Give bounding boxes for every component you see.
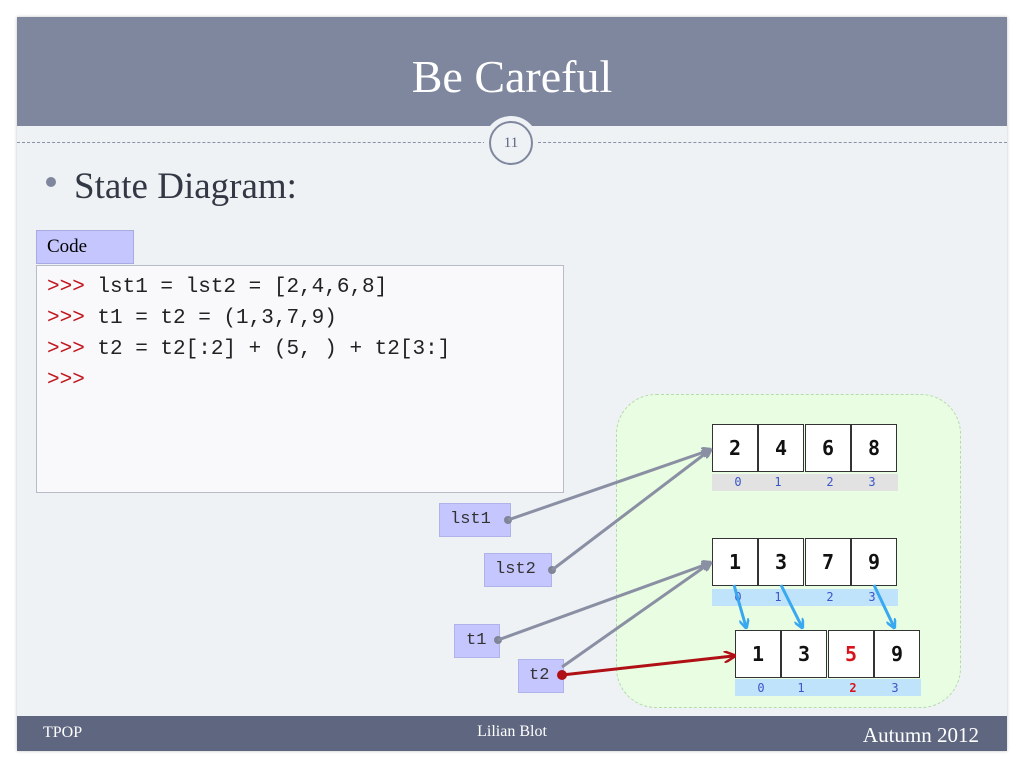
list-index: 3 [868, 475, 876, 489]
footer-course: TPOP [43, 724, 83, 741]
tuple-new-cell: 1 [735, 630, 781, 678]
list-index: 2 [826, 475, 834, 489]
variable-t1: t1 [454, 624, 500, 658]
tuple-new-cell: 3 [781, 630, 827, 678]
code-prompt: >>> [47, 276, 85, 299]
list-index: 1 [774, 475, 782, 489]
tuple-new-cell-changed: 5 [828, 630, 874, 678]
tuple-new-index: 3 [891, 681, 899, 695]
footer-author: Lilian Blot [477, 723, 547, 740]
code-prompt: >>> [47, 338, 85, 361]
tuple-new-index-bar [735, 679, 921, 696]
code-line: >>> t2 = t2[:2] + (5, ) + t2[3:] [47, 334, 563, 365]
tuple-new-index-changed: 2 [849, 681, 857, 695]
bullet-text: State Diagram: [74, 166, 297, 207]
code-prompt: >>> [47, 369, 85, 392]
title-bar [17, 17, 1007, 126]
tuple-old-cell: 1 [712, 538, 758, 586]
slide-title: Be Careful [411, 51, 613, 102]
list-cell: 6 [805, 424, 851, 472]
code-box: >>> lst1 = lst2 = [2,4,6,8] >>> t1 = t2 … [36, 265, 564, 493]
tuple-new-index: 1 [797, 681, 805, 695]
code-line: >>> [47, 365, 563, 396]
variable-t2: t2 [518, 659, 564, 693]
list-index: 0 [734, 475, 742, 489]
code-tab-label: Code [36, 230, 134, 264]
tuple-new-index: 0 [757, 681, 765, 695]
tuple-old-index: 2 [826, 590, 834, 604]
tuple-old-cell: 7 [805, 538, 851, 586]
code-text: t2 = t2[:2] + (5, ) + t2[3:] [84, 338, 451, 361]
code-line: >>> lst1 = lst2 = [2,4,6,8] [47, 272, 563, 303]
tuple-old-cell: 9 [851, 538, 897, 586]
variable-lst1: lst1 [439, 503, 511, 537]
tuple-new-cell: 9 [874, 630, 920, 678]
footer-term: Autumn 2012 [862, 723, 979, 747]
bullet-dot-icon [46, 177, 56, 187]
code-line: >>> t1 = t2 = (1,3,7,9) [47, 303, 563, 334]
list-cell: 8 [851, 424, 897, 472]
code-text: lst1 = lst2 = [2,4,6,8] [84, 276, 388, 299]
list-cell: 2 [712, 424, 758, 472]
code-prompt: >>> [47, 307, 85, 330]
variable-lst2: lst2 [484, 553, 552, 587]
tuple-old-index: 1 [774, 590, 782, 604]
tuple-old-cell: 3 [758, 538, 804, 586]
footer-bar: TPOP Lilian Blot Autumn 2012 [17, 716, 1007, 751]
list-index-bar [712, 474, 898, 491]
page-number: 11 [489, 121, 533, 165]
tuple-old-index-bar [712, 589, 898, 606]
list-cell: 4 [758, 424, 804, 472]
slide: Be Careful 11 State Diagram: Code >>> ls… [17, 17, 1007, 751]
tuple-old-index: 3 [868, 590, 876, 604]
code-text: t1 = t2 = (1,3,7,9) [84, 307, 337, 330]
